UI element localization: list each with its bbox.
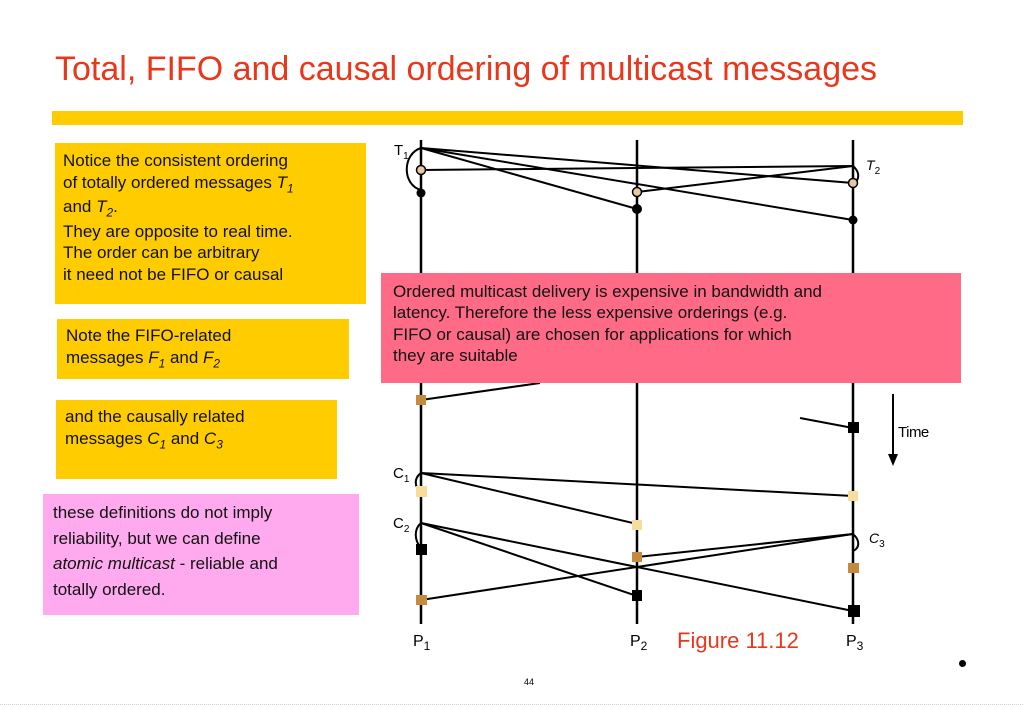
- callout-line: latency. Therefore the less expensive or…: [393, 303, 788, 323]
- callout-line: they are suitable: [393, 346, 518, 366]
- f2-symbol: F: [203, 348, 214, 368]
- total-ordering-note: Notice the consistent ordering of totall…: [55, 143, 366, 304]
- c3-symbol: C: [203, 429, 217, 449]
- message-arrow: [636, 533, 854, 558]
- bullet-dot: [959, 660, 966, 667]
- atomic-note-line: these definitions do not imply: [53, 503, 273, 522]
- total-note-line: it need not be FIFO or causal: [63, 264, 284, 284]
- message-arrow: [420, 533, 854, 601]
- t2-delivery-marker: [415, 164, 427, 176]
- expensive-ordering-callout: Ordered multicast delivery is expensive …: [381, 273, 961, 383]
- fifo-delivery-marker: [416, 395, 426, 405]
- c1-delivery-marker: [416, 486, 427, 497]
- t2-symbol: T: [96, 197, 107, 217]
- figure-caption: Figure 11.12: [677, 628, 799, 653]
- c2-delivery-marker: [848, 605, 860, 617]
- t2-delivery-marker: [631, 186, 643, 198]
- t1-label: T1: [394, 142, 409, 162]
- message-arrow: [799, 417, 854, 429]
- atomic-note-line: atomic multicast - reliable and: [53, 551, 349, 577]
- c1-label: C1: [393, 465, 410, 485]
- causal-note-text: and: [166, 429, 204, 449]
- f2-subscript: 2: [213, 356, 221, 371]
- fifo-note-line: Note the FIFO-related: [66, 326, 232, 345]
- atomic-note-line: reliability, but we can define: [53, 528, 261, 548]
- c1-symbol: C: [147, 429, 160, 449]
- c2-delivery-marker: [416, 544, 427, 555]
- fifo-messages: [420, 382, 854, 429]
- t1-delivery-marker: [632, 204, 642, 214]
- c1-delivery-marker: [848, 491, 858, 501]
- c1-subscript: 1: [159, 437, 167, 452]
- footer-divider: [0, 704, 1023, 705]
- total-note-line: of totally ordered messages T1: [63, 172, 358, 197]
- message-arrow: [420, 472, 638, 525]
- c2-delivery-marker: [632, 590, 642, 601]
- c3-label: C3: [869, 530, 885, 550]
- message-arrow: [420, 147, 638, 210]
- atomic-note-text: - reliable and: [174, 554, 278, 573]
- message-arrow: [420, 382, 541, 401]
- c3-bracket: [852, 533, 860, 552]
- time-label: Time: [898, 424, 929, 441]
- t1-delivery-marker: [847, 177, 859, 189]
- message-arrow: [420, 165, 854, 171]
- title-underline-bar: [52, 111, 963, 125]
- total-order-messages: [405, 147, 860, 221]
- process-3-label: P3: [846, 633, 864, 653]
- atomic-note-line: totally ordered.: [53, 579, 166, 599]
- total-note-line: Notice the consistent ordering: [63, 151, 288, 170]
- causal-ordering-note: and the causally related messages C1 and…: [56, 400, 337, 479]
- f1-subscript: 1: [158, 356, 166, 371]
- message-arrow: [420, 147, 854, 221]
- causal-messages: [414, 472, 860, 612]
- t1-delivery-marker: [848, 215, 858, 225]
- t2-subscript: 2: [106, 205, 114, 220]
- t1-bracket: [405, 147, 422, 191]
- total-note-line: They are opposite to real time.: [63, 221, 293, 241]
- c3-delivery-marker: [848, 563, 859, 573]
- total-note-line: and T2.: [63, 196, 358, 221]
- slide-title: Total, FIFO and causal ordering of multi…: [55, 50, 878, 88]
- f1-symbol: F: [148, 348, 159, 368]
- fifo-note-line: messages F1 and F2: [66, 347, 340, 372]
- total-note-line: The order can be arbitrary: [63, 243, 260, 263]
- atomic-multicast-term: atomic multicast: [53, 554, 175, 573]
- causal-note-line: and the causally related: [65, 407, 245, 426]
- fifo-note-text: and: [165, 348, 204, 368]
- process-1-label: P1: [413, 633, 431, 653]
- causal-delivery-markers: [416, 486, 860, 617]
- t1-symbol: T: [276, 172, 287, 192]
- time-arrowhead: [888, 454, 898, 466]
- message-arrow: [420, 522, 638, 597]
- t1-delivery-marker: [416, 188, 426, 198]
- t2-label: T2: [866, 157, 881, 177]
- callout-line: Ordered multicast delivery is expensive …: [393, 282, 823, 301]
- causal-note-line: messages C1 and C3: [65, 428, 328, 453]
- page-number: 44: [524, 677, 535, 687]
- c3-subscript: 3: [216, 437, 223, 452]
- c3-delivery-marker: [632, 552, 642, 562]
- total-note-text: .: [113, 197, 118, 217]
- process-2-label: P2: [630, 633, 648, 653]
- c1-delivery-marker: [632, 520, 642, 530]
- message-arrow: [420, 472, 854, 497]
- message-arrow: [420, 147, 854, 184]
- atomic-multicast-note: these definitions do not imply reliabili…: [43, 494, 359, 615]
- fifo-delivery-marker: [848, 422, 859, 433]
- fifo-ordering-note: Note the FIFO-related messages F1 and F2: [57, 319, 349, 379]
- callout-line: FIFO or causal) are chosen for applicati…: [393, 324, 792, 344]
- c2-label: C2: [393, 515, 410, 535]
- total-order-delivery-markers: [415, 164, 859, 225]
- causal-note-text: messages: [65, 429, 148, 449]
- fifo-note-text: messages: [66, 348, 149, 368]
- message-arrow: [636, 165, 854, 193]
- total-note-text: and: [63, 197, 97, 217]
- c3-delivery-marker: [416, 595, 427, 605]
- total-note-text: of totally ordered messages: [63, 172, 277, 192]
- t1-subscript: 1: [286, 180, 294, 195]
